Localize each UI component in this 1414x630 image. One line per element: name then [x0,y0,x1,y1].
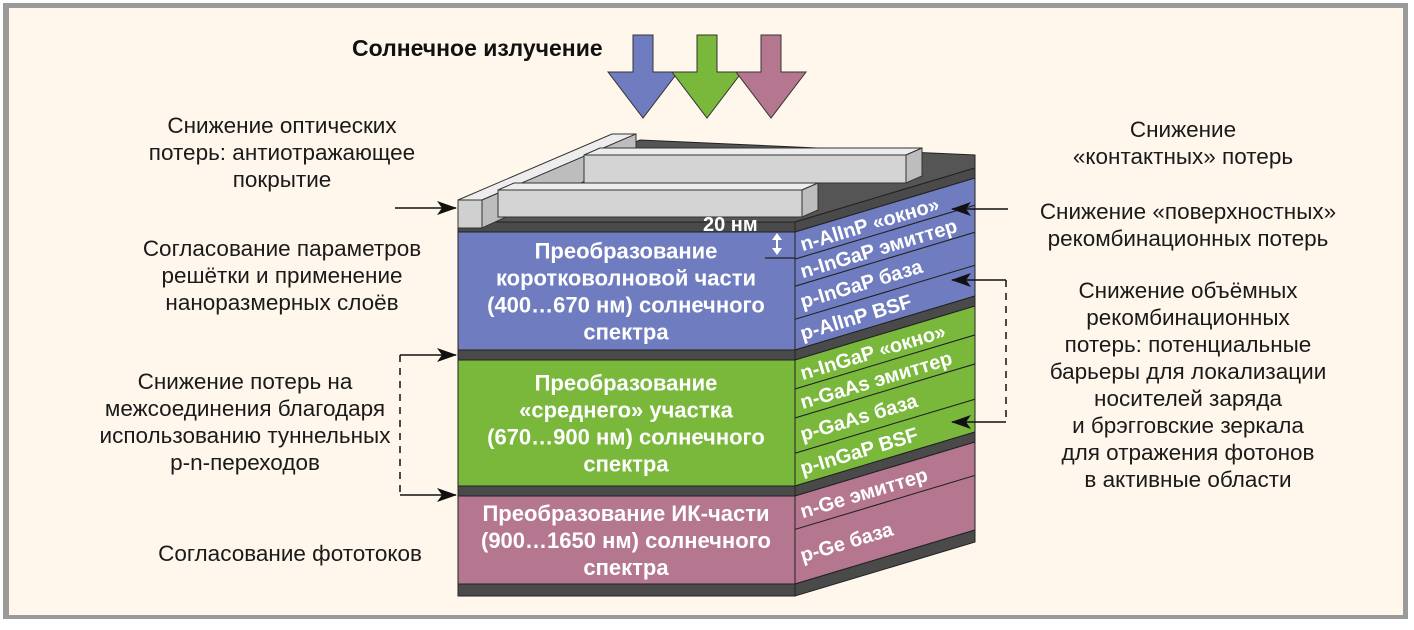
cell-description: Преобразование [535,239,718,264]
bulk-recombination-text: и брэгговские зеркала [1072,413,1304,438]
title: Солнечное излучение [352,35,603,61]
contact-grid [457,133,923,229]
interconnect-losses-text: межсоединения благодаря [105,396,385,421]
contact-losses-text: Снижение [1130,117,1236,142]
top-cell-front [457,231,796,351]
bulk-recombination-text: Снижение объёмных [1078,278,1298,303]
photocurrent-matching-text: Согласование фототоков [158,541,422,566]
bus-bar-front [457,199,483,229]
finger-front-front [497,189,803,218]
bulk-recombination-text: барьеры для локализации [1050,359,1327,384]
lattice-matching-text: Согласование параметров [143,236,421,261]
lattice-matching-text: решётки и применение [161,263,402,288]
thickness-label: 20 нм [703,214,758,236]
green-ray-arrow-icon [670,34,744,119]
bulk-recombination-text: потерь: потенциальные [1065,332,1312,357]
bulk-recombination-text: в активные области [1084,467,1291,492]
cell-description: коротковолновой части [496,266,756,291]
interconnect-losses-text: p-n-переходов [170,450,320,475]
back-contact-front [457,583,796,597]
cell-description: Преобразование [535,371,718,396]
cell-description: спектра [583,555,669,580]
contact-losses-text: «контактных» потерь [1073,144,1293,169]
surface-recombination-text: Снижение «поверхностных» [1040,199,1336,224]
finger-front-top [497,182,819,191]
thickness-arrow-icon [765,233,795,259]
interconnect-losses-text: Снижение потерь на [138,369,353,394]
optical-losses-text: Снижение оптических [167,113,397,138]
pink-ray-arrow-icon [734,34,808,119]
blue-ray-arrow-icon [606,34,680,119]
bottom-cell-front [457,495,796,585]
optical-losses-text: покрытие [233,167,332,192]
cell-description: спектра [583,452,669,477]
finger-front-side [801,182,819,218]
interconnect-losses-text: использованию туннельных [100,423,392,448]
bulk-recombination-text: рекомбинационных [1086,305,1290,330]
side-layers [794,177,976,597]
cell-description: спектра [583,320,669,345]
cell-description: (670…900 нм) солнечного [487,425,765,450]
cell-description: Преобразование ИК-части [482,501,769,526]
cell-description: «среднего» участка [519,398,734,423]
cell-description: (400…670 нм) солнечного [487,293,765,318]
finger-back-top [583,147,923,156]
middle-cell-front [457,359,796,487]
finger-back-side [905,147,923,184]
bulk-recombination-text: носителей заряда [1094,386,1282,411]
finger-back-front [583,154,907,184]
optical-losses-text: потерь: антиотражающее [149,140,415,165]
tunnel-junction-2-front [457,485,796,497]
sunlight-arrows [606,34,808,119]
tunnel-junction-1-front [457,349,796,361]
cell-description: (900…1650 нм) солнечного [481,528,771,553]
lattice-matching-text: наноразмерных слоёв [165,290,398,315]
bulk-recombination-text: для отражения фотонов [1061,440,1314,465]
left-annotations: Снижение оптических потерь: антиотражающ… [100,113,422,566]
surface-recombination-text: рекомбинационных потерь [1048,226,1329,251]
side-tunnel-layer [794,529,976,597]
right-annotations: Снижение «контактных» потерь Снижение «п… [1040,117,1336,492]
